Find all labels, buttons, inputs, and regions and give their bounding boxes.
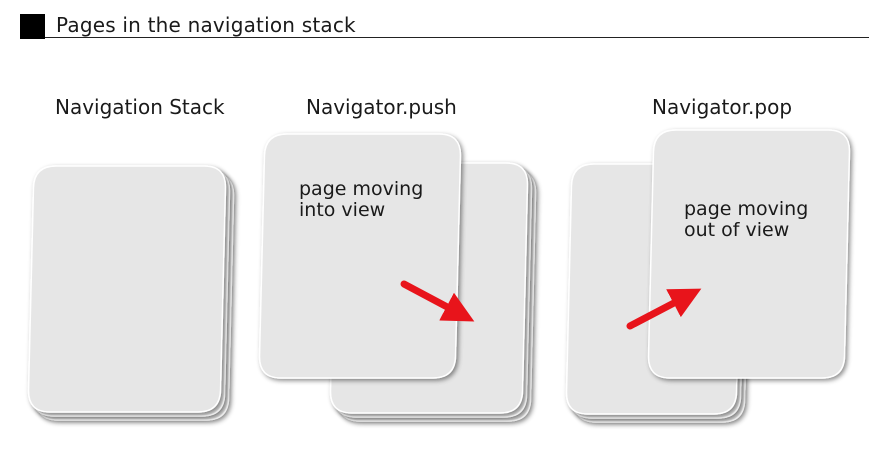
arrow-right-up-icon	[626, 288, 702, 330]
black-square-icon	[20, 14, 45, 39]
section-title: Pages in the navigation stack	[56, 13, 356, 37]
arrow-right-down-icon	[400, 280, 475, 322]
navigation-stack-card-1	[27, 165, 227, 413]
push-card-text-line-1: page moving	[299, 178, 424, 200]
push-incoming-card	[258, 133, 462, 379]
panel-label-navigation-stack: Navigation Stack	[55, 95, 225, 119]
panel-label-pop: Navigator.pop	[652, 95, 793, 119]
push-card-text-line-2: into view	[299, 199, 386, 221]
pop-card-text-line-2: out of view	[684, 219, 790, 241]
pop-outgoing-card	[647, 129, 851, 379]
panel-label-push: Navigator.push	[306, 95, 457, 119]
pop-card-text-line-1: page moving	[684, 198, 809, 220]
section-header: Pages in the navigation stack	[20, 8, 869, 39]
